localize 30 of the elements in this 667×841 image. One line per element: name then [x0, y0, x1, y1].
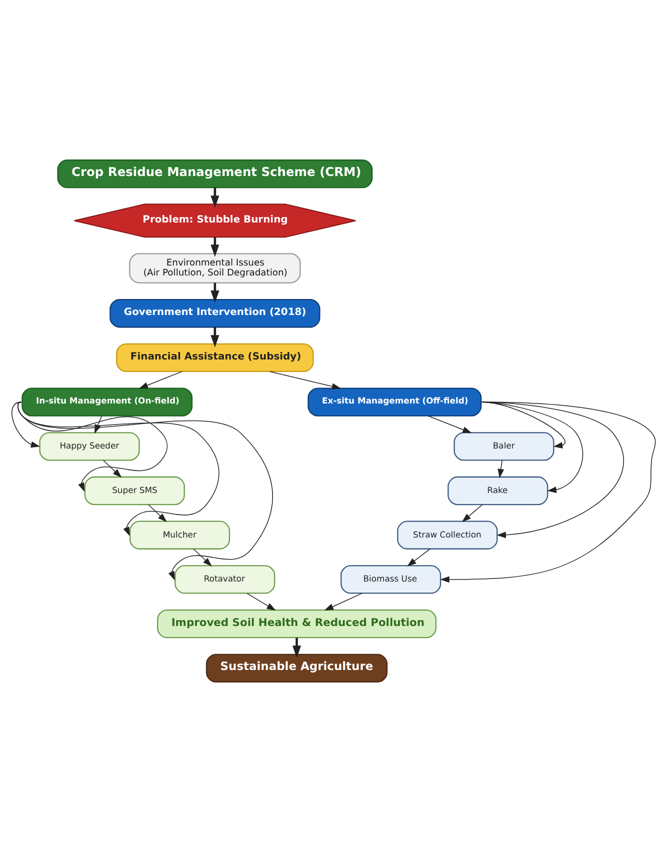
arrow: [292, 637, 302, 658]
arrow: [428, 415, 472, 433]
node-box: Environmental Issues (Air Pollution, Soil Degradation): [129, 252, 301, 283]
arrow: [138, 370, 182, 388]
arrow: [462, 504, 483, 522]
arrow: [269, 370, 342, 390]
node-box: Super SMS: [84, 476, 185, 505]
arrow: [246, 592, 276, 610]
node-box: Financial Assistance (Subsidy): [116, 342, 314, 372]
node-box: Improved Soil Health & Reduced Pollution: [157, 608, 436, 638]
node-box: Crop Residue Management Scheme (CRM): [57, 158, 373, 188]
arrow: [148, 504, 167, 522]
arrow: [407, 548, 430, 566]
node-box: Straw Collection: [397, 520, 498, 549]
node-box: Mulcher: [129, 520, 230, 549]
arrow: [193, 548, 212, 566]
node-box: Ex-situ Management (Off-field): [308, 387, 482, 416]
node-box: Government Intervention (2018): [110, 298, 320, 328]
arrow: [12, 401, 40, 448]
node-box: Biomass Use: [340, 564, 442, 594]
node-box: Happy Seeder: [39, 432, 140, 460]
node-box: In-situ Management (On-field): [22, 387, 193, 416]
arrow: [102, 459, 122, 478]
node-box: Rotavator: [174, 564, 276, 594]
node-box: Rake: [448, 476, 548, 505]
node-box: Sustainable Agriculture: [206, 653, 388, 682]
arrow: [498, 459, 504, 478]
arrow: [440, 401, 656, 582]
arrow: [17, 401, 273, 580]
node-box: Baler: [454, 432, 554, 460]
